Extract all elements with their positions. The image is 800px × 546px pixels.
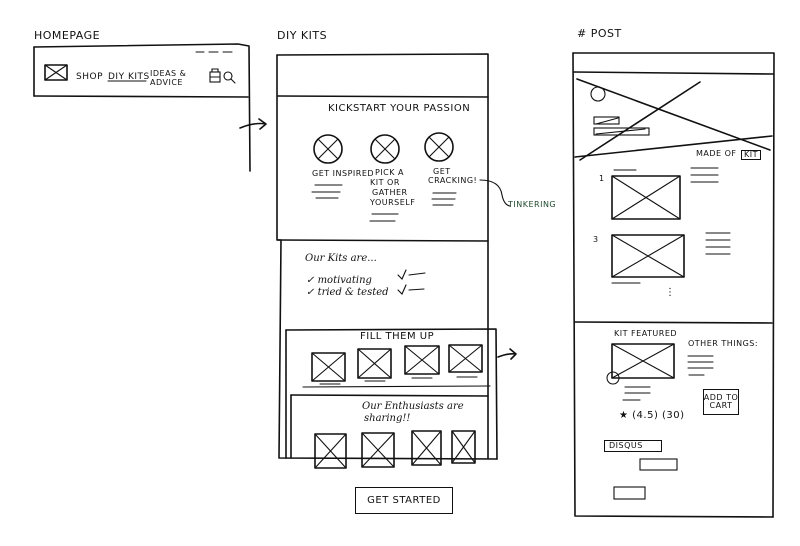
homepage-frame [33,43,251,172]
step1-label: GET INSPIRED [312,169,375,178]
placeholder-text-lines [311,184,457,222]
tag-1 [593,116,620,125]
kits-are-item-1: ✓ motivating [306,275,372,286]
step2-label-1: PICK A [375,168,405,177]
disqus-box[interactable]: DISQUS [604,440,662,452]
add-to-cart-label-1: ADD TO [703,393,739,402]
nav-diy-kits[interactable]: DIY KITS [108,72,150,82]
search-icon [223,71,236,84]
step-circle-1 [313,134,343,164]
tinkering-annotation-line [479,179,511,207]
homepage-title: HOMEPAGE [34,29,101,42]
get-started-button[interactable]: GET STARTED [355,487,453,514]
disqus-label: DISQUS [609,441,643,450]
post-frame [572,52,775,518]
nav-shop[interactable]: SHOP [76,72,103,82]
rating-text: ★ (4.5) (30) [619,410,685,421]
step2-label-2: KIT OR [370,178,400,187]
tinkering-annotation: TINKERING [508,200,557,209]
step-number-3: 3 [593,235,599,244]
kit-tag: KIT [741,150,761,160]
comment-box-1 [639,458,678,471]
step-circle-2 [370,134,400,164]
step-icons [313,132,454,164]
enthusiasts-heading-2: sharing!! [364,413,411,424]
enthusiasts-heading-1: Our Enthusiasts are [362,401,464,412]
tag-2 [593,127,650,136]
homepage-logo-placeholder [44,64,68,81]
post-step-images [611,167,731,284]
step3-label-1: GET [433,167,451,176]
comment-box-2 [613,486,646,500]
step2-label-4: YOURSELF [370,198,416,207]
post-title: # POST [577,27,622,40]
author-avatar [590,86,606,102]
add-to-cart-label-2: CART [709,401,733,410]
enthusiast-images [314,430,476,469]
other-things-heading: OTHER THINGS: [688,339,759,348]
step-number-1: 1 [599,174,605,183]
step-circle-3 [424,132,454,162]
kickstart-heading: KICKSTART YOUR PASSION [328,103,471,114]
kit-featured-heading: KIT FEATURED [614,329,678,338]
more-steps-ellipsis: ⋮ [665,287,676,298]
get-started-label: GET STARTED [367,494,441,506]
nav-ideas-line1[interactable]: IDEAS & [150,69,187,78]
step3-label-2: CRACKING! [428,176,478,185]
nav-ideas-line2[interactable]: ADVICE [150,78,183,87]
featured-kit-image [606,343,714,401]
diy-kits-frame [276,53,498,460]
arrow-kits-to-post [497,348,517,360]
fill-them-up-heading: FILL THEM UP [360,331,435,342]
kits-are-heading: Our Kits are... [305,253,377,264]
cart-icon [209,68,221,83]
made-of-label: MADE OF [696,149,737,158]
kits-are-item-2: ✓ tried & tested [306,287,389,298]
checklist-right [397,269,426,295]
diy-kits-title: DIY KITS [277,29,328,42]
step2-label-3: GATHER [372,188,408,197]
arrow-home-to-kits [239,118,267,130]
add-to-cart-button[interactable]: ADD TO CART [703,389,739,415]
fill-them-up-images [302,344,491,388]
